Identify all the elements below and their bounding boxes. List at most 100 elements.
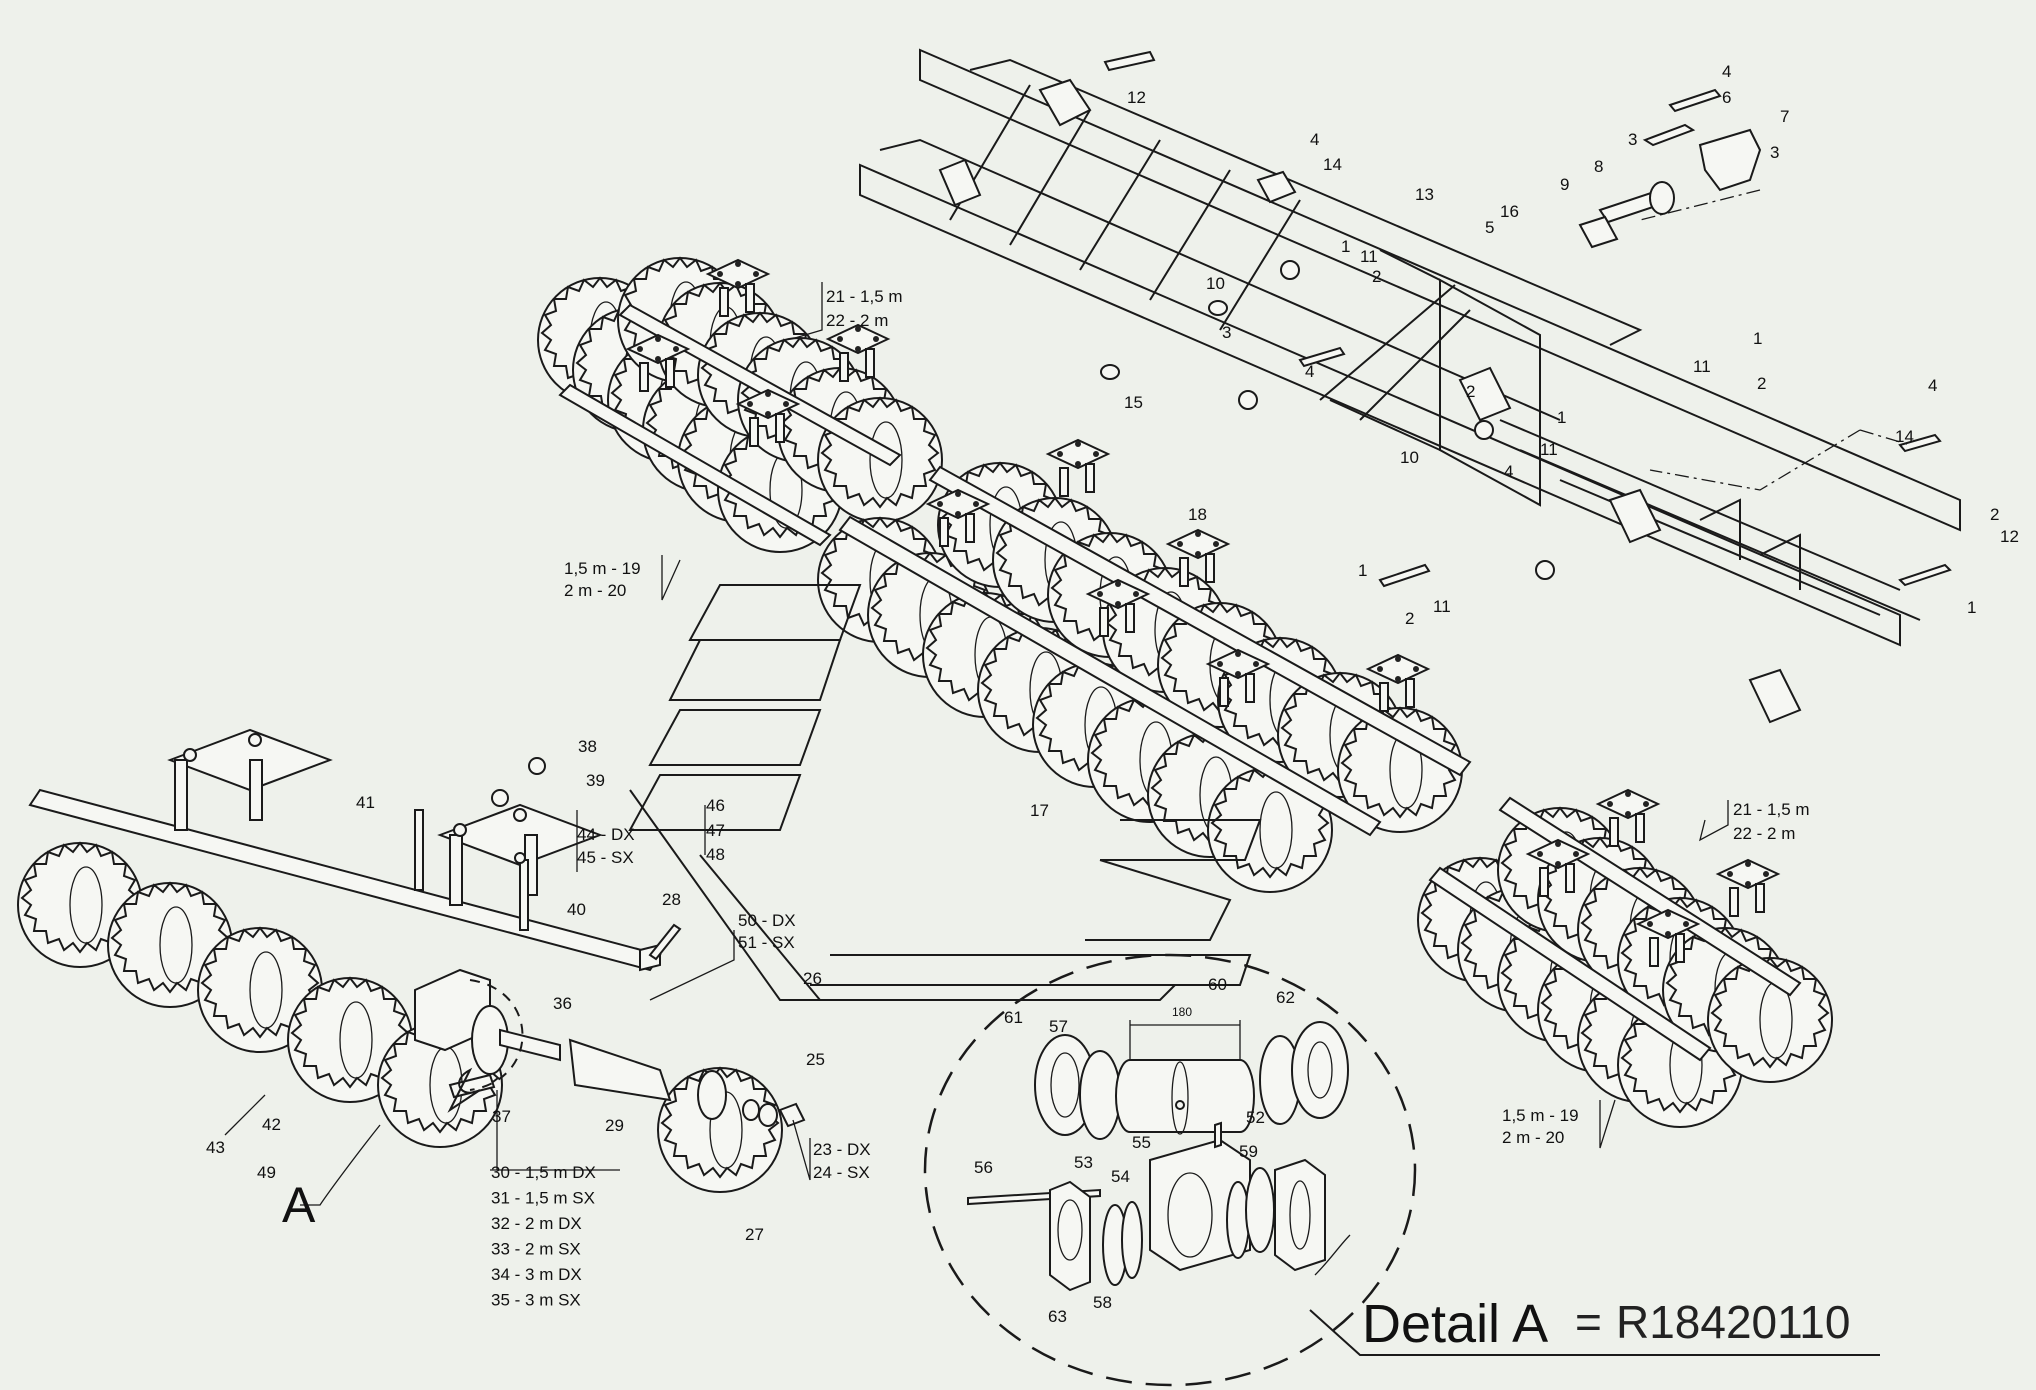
callout-2: 2	[1990, 505, 1999, 524]
callout-26: 26	[803, 969, 822, 988]
callout-60: 60	[1208, 975, 1227, 994]
callout-11: 11	[1693, 357, 1711, 376]
callout-18: 18	[1188, 505, 1207, 524]
callout-1: 1	[1753, 329, 1762, 348]
callout-41: 41	[356, 793, 375, 812]
dimension-label: 180	[1172, 1005, 1192, 1019]
transport-guide	[628, 584, 1262, 1001]
hitch-parts	[1100, 50, 1952, 588]
variant-label: 51 - SX	[738, 933, 795, 952]
callout-28: 28	[662, 890, 681, 909]
variant-label: 23 - DX	[813, 1140, 871, 1159]
callout-52: 52	[1246, 1108, 1265, 1127]
main-frame	[859, 48, 1961, 724]
callout-38: 38	[578, 737, 597, 756]
detail-title-equals: =	[1575, 1296, 1602, 1348]
callout-36: 36	[553, 994, 572, 1013]
callout-43: 43	[206, 1138, 225, 1157]
callout-54: 54	[1111, 1167, 1130, 1186]
callout-3: 3	[1628, 130, 1637, 149]
variant-label: 24 - SX	[813, 1163, 870, 1182]
variant-label: 30 - 1,5 m DX	[491, 1163, 596, 1182]
callout-53: 53	[1074, 1153, 1093, 1172]
variant-label: 35 - 3 m SX	[491, 1291, 581, 1310]
callout-1: 1	[1358, 561, 1367, 580]
callout-62: 62	[1276, 988, 1295, 1007]
callout-2: 2	[1372, 267, 1381, 286]
gang-top-left	[537, 257, 943, 553]
callout-17: 17	[1030, 801, 1049, 820]
callout-4: 4	[1504, 462, 1513, 481]
variant-label: 21 - 1,5 m	[826, 287, 903, 306]
callout-11: 11	[1433, 597, 1451, 616]
callout-16: 16	[1500, 202, 1519, 221]
callout-4: 4	[1928, 376, 1937, 395]
variant-label: 22 - 2 m	[1733, 824, 1795, 843]
callout-25: 25	[806, 1050, 825, 1069]
variant-label: 50 - DX	[738, 911, 796, 930]
callout-11: 11	[1360, 247, 1378, 266]
callout-5: 5	[1485, 218, 1494, 237]
variant-label: 32 - 2 m DX	[491, 1214, 582, 1233]
callout-2: 2	[1466, 382, 1475, 401]
callout-37: 37	[492, 1107, 511, 1126]
variant-label: 34 - 3 m DX	[491, 1265, 582, 1284]
callout-10: 10	[1400, 448, 1419, 467]
variant-label: 22 - 2 m	[826, 311, 888, 330]
callout-63: 63	[1048, 1307, 1067, 1326]
callout-2: 2	[1405, 609, 1414, 628]
callout-13: 13	[1415, 185, 1434, 204]
callout-6: 6	[1722, 88, 1731, 107]
leader-lines	[224, 282, 1729, 1276]
callout-10: 10	[1206, 274, 1225, 293]
callout-4: 4	[1305, 362, 1314, 381]
variant-label: 2 m - 20	[564, 581, 626, 600]
gang-right	[1417, 789, 1833, 1128]
variant-label: 45 - SX	[577, 848, 634, 867]
variant-label: 21 - 1,5 m	[1733, 800, 1810, 819]
callout-1: 1	[1967, 598, 1976, 617]
callout-14: 14	[1323, 155, 1342, 174]
callout-27: 27	[745, 1225, 764, 1244]
callout-12: 12	[2000, 527, 2019, 546]
callout-8: 8	[1594, 157, 1603, 176]
callout-55: 55	[1132, 1133, 1151, 1152]
callout-4: 4	[1722, 62, 1731, 81]
variant-label: 33 - 2 m SX	[491, 1240, 581, 1259]
callout-1: 1	[1557, 408, 1566, 427]
callout-46: 46	[706, 796, 725, 815]
variant-label: 1,5 m - 19	[1502, 1106, 1579, 1125]
callout-15: 15	[1124, 393, 1143, 412]
variant-label-lists: 21 - 1,5 m 22 - 2 m 1,5 m - 19 2 m - 20 21 -…	[491, 287, 1810, 1310]
callout-29: 29	[605, 1116, 624, 1135]
callout-42: 42	[262, 1115, 281, 1134]
variant-label: 2 m - 20	[1502, 1128, 1564, 1147]
callout-4: 4	[1310, 130, 1319, 149]
callout-39: 39	[586, 771, 605, 790]
callout-3: 3	[1222, 323, 1231, 342]
callout-49: 49	[257, 1163, 276, 1182]
callout-1: 1	[1341, 237, 1350, 256]
variant-label: 44 - DX	[577, 825, 635, 844]
callout-7: 7	[1780, 107, 1789, 126]
detail-title-code: R18420110	[1616, 1296, 1850, 1348]
variant-label: 31 - 1,5 m SX	[491, 1189, 595, 1208]
callout-58: 58	[1093, 1293, 1112, 1312]
callout-59: 59	[1239, 1142, 1258, 1161]
callout-56: 56	[974, 1158, 993, 1177]
callout-48: 48	[706, 845, 725, 864]
callout-3: 3	[1770, 143, 1779, 162]
callout-57: 57	[1049, 1017, 1068, 1036]
callout-9: 9	[1560, 175, 1569, 194]
callout-12: 12	[1127, 88, 1146, 107]
callout-40: 40	[567, 900, 586, 919]
detail-title-label: Detail A	[1362, 1294, 1548, 1354]
detail-a-view	[923, 953, 1880, 1387]
variant-label: 1,5 m - 19	[564, 559, 641, 578]
callout-47: 47	[706, 821, 725, 840]
callout-14: 14	[1895, 427, 1914, 446]
detail-a-marker: A	[282, 1177, 316, 1233]
gang-center	[817, 439, 1472, 893]
